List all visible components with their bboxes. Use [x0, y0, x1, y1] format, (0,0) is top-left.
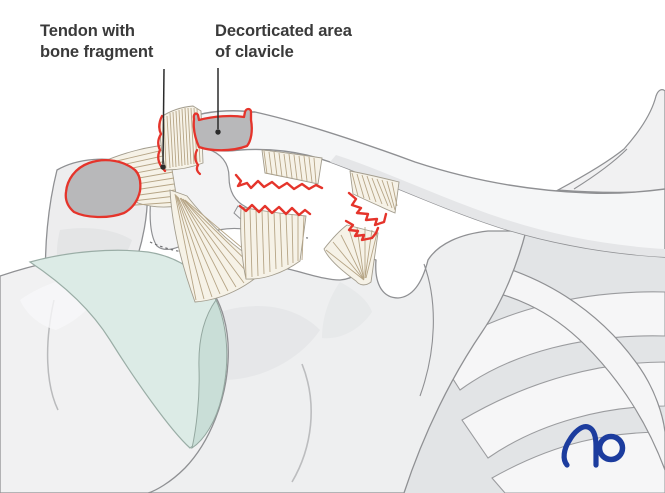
leader-dot-decorticated	[215, 129, 221, 135]
label-tendon-with-bone-fragment: Tendon with bone fragment	[40, 21, 153, 63]
clavicle	[194, 110, 665, 258]
ao-logo-letter-o	[596, 433, 626, 463]
clavicle-under-shading	[330, 155, 665, 257]
scapula-shading-blob	[199, 306, 320, 380]
leader-line-decorticated	[215, 68, 221, 135]
scapula-shading-under-notch	[322, 282, 372, 339]
cartilage	[28, 249, 228, 450]
leader-dot-tendon	[160, 164, 166, 170]
ligament-1-upper-body	[261, 149, 323, 185]
rib-wedge-top-right	[555, 89, 665, 193]
tendon-cut-edge-red	[157, 114, 167, 173]
label-tendon-line1: Tendon with	[40, 22, 135, 40]
torn-ligament-2-lower	[323, 219, 380, 286]
rib-band-2	[461, 361, 665, 459]
scapula-soft-crease	[291, 363, 312, 483]
tendon-cut-edge-red-right	[194, 148, 202, 176]
scapula-spine-crease	[419, 263, 434, 397]
ligament-1-lower-tear-red	[238, 203, 312, 217]
rib-band-1	[435, 291, 665, 391]
bone-fragment-patch	[64, 159, 142, 219]
label-decorticated-area: Decorticated area of clavicle	[215, 21, 352, 63]
ligament-2-lower-tear-red	[344, 219, 380, 242]
label-decorticated-line1: Decorticated area	[215, 22, 352, 40]
ligament-1-upper-fibers	[263, 150, 317, 184]
torn-ligament-1-lower	[238, 203, 312, 280]
label-tendon-line2: bone fragment	[40, 43, 154, 61]
ligament-2-upper-fibers	[351, 172, 398, 211]
leader-line-tendon	[160, 68, 166, 170]
ligament-2-lower-fibers	[325, 226, 378, 281]
conjoint-fan-fibers	[174, 193, 267, 301]
scapula	[149, 230, 527, 493]
ligament-2-upper-tear-red	[347, 191, 388, 227]
ao-foundation-logo	[561, 424, 626, 468]
rib-wedge-inner-line	[573, 148, 628, 190]
label-decorticated-line2: of clavicle	[215, 43, 294, 61]
decorticated-area	[192, 107, 253, 152]
ligament-1-upper-tear-red	[234, 173, 324, 191]
ligament-1-lower-fibers	[243, 207, 305, 279]
torn-ligament-2-upper	[347, 170, 400, 227]
tendon-with-bone-fragment	[157, 105, 204, 176]
ao-logo-letter-a	[561, 424, 599, 468]
torn-ligament-1-upper	[234, 149, 324, 191]
glenoid-cartilage-rim	[191, 299, 228, 450]
